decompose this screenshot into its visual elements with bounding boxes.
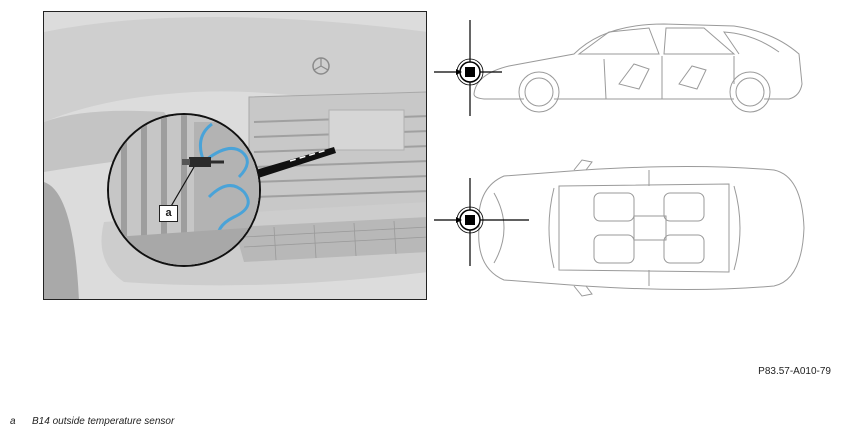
front-bumper-illustration (43, 11, 427, 300)
legend-key: a (10, 416, 16, 427)
legend: a B14 outside temperature sensor (10, 416, 174, 427)
top-view-diagram (434, 158, 834, 298)
detail-magnifier (107, 113, 261, 267)
emblem-icon (312, 57, 330, 75)
side-view-diagram (434, 14, 834, 126)
callout-label-a: a (159, 205, 178, 222)
location-marker-top (434, 178, 529, 266)
figure-reference-code: P83.57-A010-79 (758, 366, 831, 377)
location-marker-side (434, 20, 502, 116)
legend-description: B14 outside temperature sensor (32, 416, 175, 427)
